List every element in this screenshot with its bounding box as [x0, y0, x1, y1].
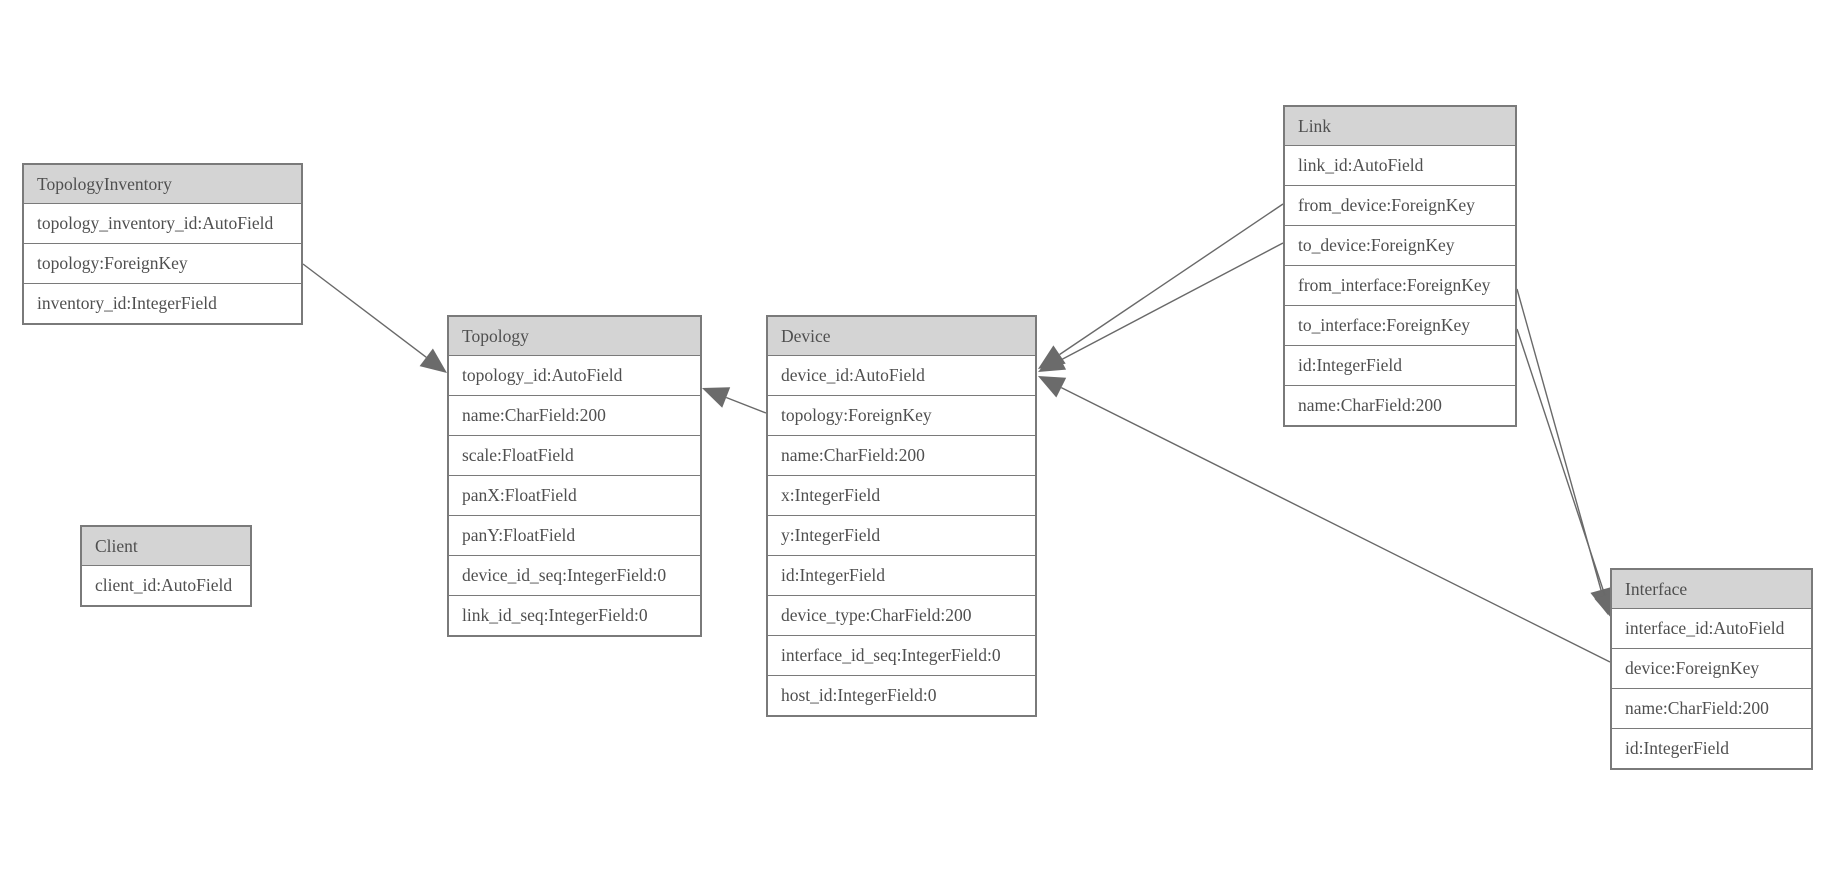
entity-field-link-0: link_id:AutoField: [1285, 145, 1515, 185]
entity-field-interface-2: name:CharField:200: [1612, 688, 1811, 728]
relation-line-link-from-device-fk: [1059, 203, 1284, 356]
entity-field-topology-0: topology_id:AutoField: [449, 355, 700, 395]
entity-field-link-5: id:IntegerField: [1285, 345, 1515, 385]
relation-arrowhead-link-to-device-fk: [1038, 350, 1067, 372]
relation-arrowhead-topologyinventory-topology-fk: [419, 348, 447, 373]
entity-title-topology-inventory: TopologyInventory: [24, 165, 301, 203]
entity-field-topology-inventory-2: inventory_id:IntegerField: [24, 283, 301, 323]
relation-line-device-topology-fk: [725, 396, 767, 414]
entity-field-device-7: interface_id_seq:IntegerField:0: [768, 635, 1035, 675]
relation-line-link-to-device-fk: [1060, 242, 1284, 361]
entity-field-interface-3: id:IntegerField: [1612, 728, 1811, 768]
entity-field-device-2: name:CharField:200: [768, 435, 1035, 475]
entity-field-device-1: topology:ForeignKey: [768, 395, 1035, 435]
entity-title-topology: Topology: [449, 317, 700, 355]
entity-field-topology-3: panX:FloatField: [449, 475, 700, 515]
entity-field-topology-inventory-1: topology:ForeignKey: [24, 243, 301, 283]
entity-field-link-3: from_interface:ForeignKey: [1285, 265, 1515, 305]
entity-field-link-1: from_device:ForeignKey: [1285, 185, 1515, 225]
entity-field-link-4: to_interface:ForeignKey: [1285, 305, 1515, 345]
entity-field-topology-4: panY:FloatField: [449, 515, 700, 555]
relation-line-link-to-interface-fk: [1516, 328, 1606, 596]
entity-field-device-0: device_id:AutoField: [768, 355, 1035, 395]
entity-field-device-8: host_id:IntegerField:0: [768, 675, 1035, 715]
entity-field-link-6: name:CharField:200: [1285, 385, 1515, 425]
relation-arrowhead-interface-device-fk: [1038, 376, 1067, 398]
entity-field-device-6: device_type:CharField:200: [768, 595, 1035, 635]
entity-field-device-5: id:IntegerField: [768, 555, 1035, 595]
entity-field-client-0: client_id:AutoField: [82, 565, 250, 605]
entity-field-topology-inventory-0: topology_inventory_id:AutoField: [24, 203, 301, 243]
relation-arrowhead-link-from-device-fk: [1038, 345, 1066, 369]
entity-field-device-3: x:IntegerField: [768, 475, 1035, 515]
entity-field-device-4: y:IntegerField: [768, 515, 1035, 555]
relation-line-topologyinventory-topology-fk: [302, 263, 427, 358]
entity-field-topology-6: link_id_seq:IntegerField:0: [449, 595, 700, 635]
entity-title-device: Device: [768, 317, 1035, 355]
entity-field-topology-2: scale:FloatField: [449, 435, 700, 475]
relation-line-link-from-interface-fk: [1516, 288, 1602, 591]
entity-field-interface-1: device:ForeignKey: [1612, 648, 1811, 688]
entity-title-link: Link: [1285, 107, 1515, 145]
entity-title-interface: Interface: [1612, 570, 1811, 608]
relation-arrowhead-link-from-interface-fk: [1590, 587, 1612, 615]
entity-field-topology-1: name:CharField:200: [449, 395, 700, 435]
entity-field-link-2: to_device:ForeignKey: [1285, 225, 1515, 265]
relation-arrowhead-device-topology-fk: [702, 387, 731, 408]
entity-field-topology-5: device_id_seq:IntegerField:0: [449, 555, 700, 595]
relation-line-interface-device-fk: [1060, 386, 1611, 663]
entity-title-client: Client: [82, 527, 250, 565]
entity-field-interface-0: interface_id:AutoField: [1612, 608, 1811, 648]
